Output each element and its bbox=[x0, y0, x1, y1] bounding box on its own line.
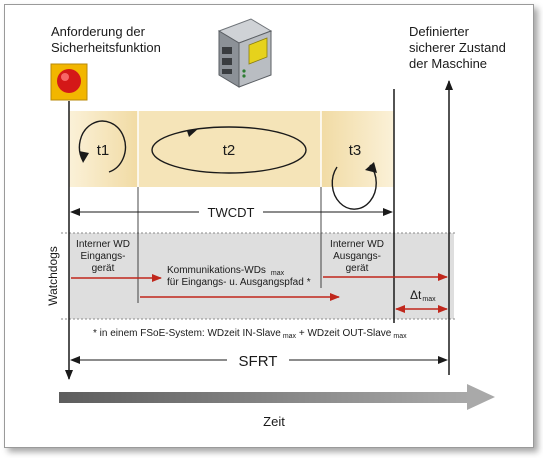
footnote-mid: + WDzeit OUT-Slave bbox=[296, 328, 392, 339]
comm-wd-star: * bbox=[307, 277, 311, 288]
comm-wd-label-line2: für Eingangs- u. Ausgangspfad* bbox=[167, 277, 311, 288]
sfrt-diagram: Anforderung der Sicherheitsfunktion Defi… bbox=[46, 18, 506, 429]
footnote-main: * in einem FSoE-System: WDzeit IN-Slave bbox=[93, 328, 281, 339]
request-label-line1: Anforderung der bbox=[51, 24, 146, 39]
diagram-frame: Anforderung der Sicherheitsfunktion Defi… bbox=[4, 4, 534, 448]
footnote-sub2: max bbox=[393, 333, 407, 340]
emergency-stop-button-icon bbox=[50, 63, 88, 101]
t3-label: t3 bbox=[349, 142, 362, 159]
footnote-sub1: max bbox=[283, 333, 297, 340]
twcdt-label: TWCDT bbox=[208, 205, 255, 220]
time-axis-arrow bbox=[59, 384, 495, 410]
t2-label: t2 bbox=[223, 142, 236, 159]
phase-t2-box bbox=[138, 111, 321, 187]
comm-wd-max-sub: max bbox=[271, 270, 285, 277]
comm-wd-label-line1: Kommunikations-WDs max bbox=[167, 265, 285, 277]
output-wd-label-line1: Interner WD bbox=[330, 239, 384, 250]
request-label-line2: Sicherheitsfunktion bbox=[51, 40, 161, 55]
output-wd-label-line3: gerät bbox=[346, 263, 369, 274]
safe-state-label-line1: Definierter bbox=[409, 24, 470, 39]
phase-t1-box bbox=[69, 111, 138, 187]
delta-t-text: Δt bbox=[410, 288, 422, 302]
comm-wd-text: Kommunikations-WDs bbox=[167, 265, 266, 276]
safety-controller-device-icon bbox=[217, 18, 273, 88]
t1-cycle-arrow-icon bbox=[78, 120, 127, 173]
watchdog-band bbox=[69, 233, 454, 319]
time-label: Zeit bbox=[263, 414, 285, 429]
t1-label: t1 bbox=[97, 142, 110, 159]
delta-t-sub: max bbox=[422, 296, 436, 303]
input-wd-label-line3: gerät bbox=[92, 263, 115, 274]
input-wd-label-line2: Eingangs- bbox=[80, 251, 125, 262]
delta-t-label: Δtmax bbox=[410, 288, 436, 303]
comm-wd-text2: für Eingangs- u. Ausgangspfad bbox=[167, 277, 304, 288]
watchdogs-label: Watchdogs bbox=[46, 246, 60, 306]
safe-state-label-line3: der Maschine bbox=[409, 56, 487, 71]
sfrt-label: SFRT bbox=[239, 353, 278, 370]
safe-state-label-line2: sicherer Zustand bbox=[409, 40, 506, 55]
t2-cycle-arrow-icon bbox=[151, 126, 307, 174]
input-wd-label-line1: Interner WD bbox=[76, 239, 130, 250]
output-wd-label-line2: Ausgangs- bbox=[333, 251, 381, 262]
